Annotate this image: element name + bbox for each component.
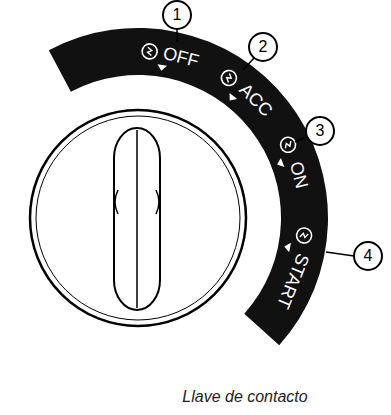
callout-number: 2 (248, 32, 278, 62)
key-ridge (136, 130, 138, 308)
lock-cylinder (30, 110, 246, 326)
leader-line (295, 137, 306, 142)
leader-line (176, 29, 178, 42)
position-icon (278, 135, 298, 155)
leader-line (243, 58, 254, 70)
key-head (114, 128, 160, 310)
position-icon (219, 68, 240, 89)
position-pointer (230, 93, 238, 101)
position-icon (296, 227, 312, 243)
figure-caption: Llave de contacto (182, 388, 307, 406)
callout-number: 1 (162, 0, 192, 30)
leader-line (326, 252, 354, 256)
position-pointer (157, 64, 167, 71)
position-pointer (277, 158, 284, 167)
callout-number: 3 (305, 116, 335, 146)
key-grip (115, 190, 159, 214)
position-pointer (284, 243, 291, 253)
position-icon (142, 43, 158, 59)
callout-number: 4 (353, 241, 383, 271)
lock-cylinder-rim (36, 116, 240, 320)
